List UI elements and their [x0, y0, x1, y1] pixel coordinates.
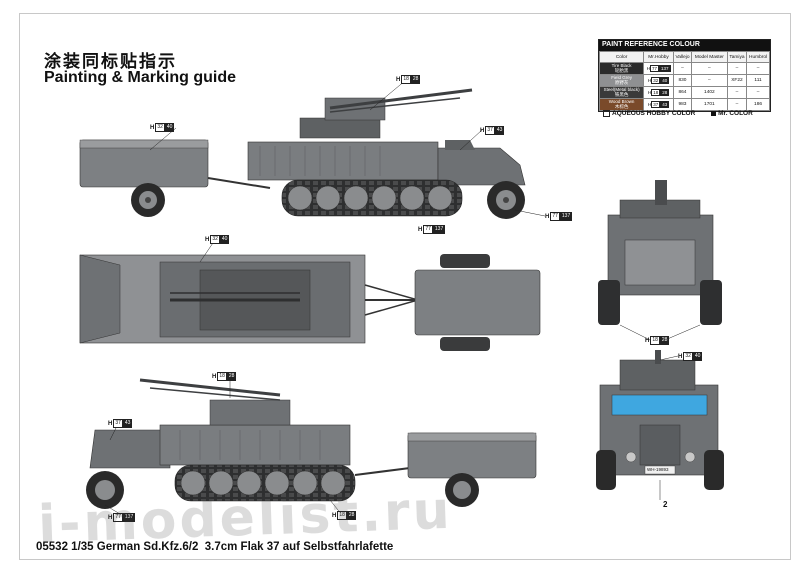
windscreen: [611, 394, 708, 416]
col-mr-hobby: Mr.Hobby: [643, 51, 674, 63]
halftrack-body: [247, 141, 439, 181]
rear-view: [596, 350, 724, 500]
figure-number: 2: [663, 500, 668, 509]
paint-legend: AQUEOUS HOBBY COLOR Mr. COLOR: [603, 110, 753, 117]
title-english: Painting & Marking guide: [44, 69, 237, 86]
top-view: [79, 254, 541, 351]
side-view-top: [79, 88, 526, 219]
paint-reference-title: PAINT REFERENCE COLOUR: [599, 40, 770, 51]
swatch-steel: Steel(Metal black)铁黑色: [598, 86, 645, 99]
title-chinese: 涂装同标贴指示: [44, 52, 177, 72]
product-title-footer: 05532 1/35 German Sd.Kfz.6/2 3.7cm Flak …: [36, 541, 394, 553]
mr-color-square-icon: [711, 111, 717, 116]
col-humbrol: Humbrol: [746, 51, 770, 63]
col-color: Color: [598, 51, 645, 63]
col-tamiya: Tamiya: [726, 51, 748, 63]
trailer-top: [414, 269, 541, 336]
col-vallejo: Vallejo: [672, 51, 692, 63]
col-model-master: Model Master: [690, 51, 728, 63]
front-view: [598, 180, 722, 341]
license-plate: WH-19893: [647, 467, 669, 472]
paint-reference-table: PAINT REFERENCE COLOUR Color Mr.Hobby Va…: [598, 39, 771, 112]
aqueous-square-icon: [603, 110, 610, 117]
